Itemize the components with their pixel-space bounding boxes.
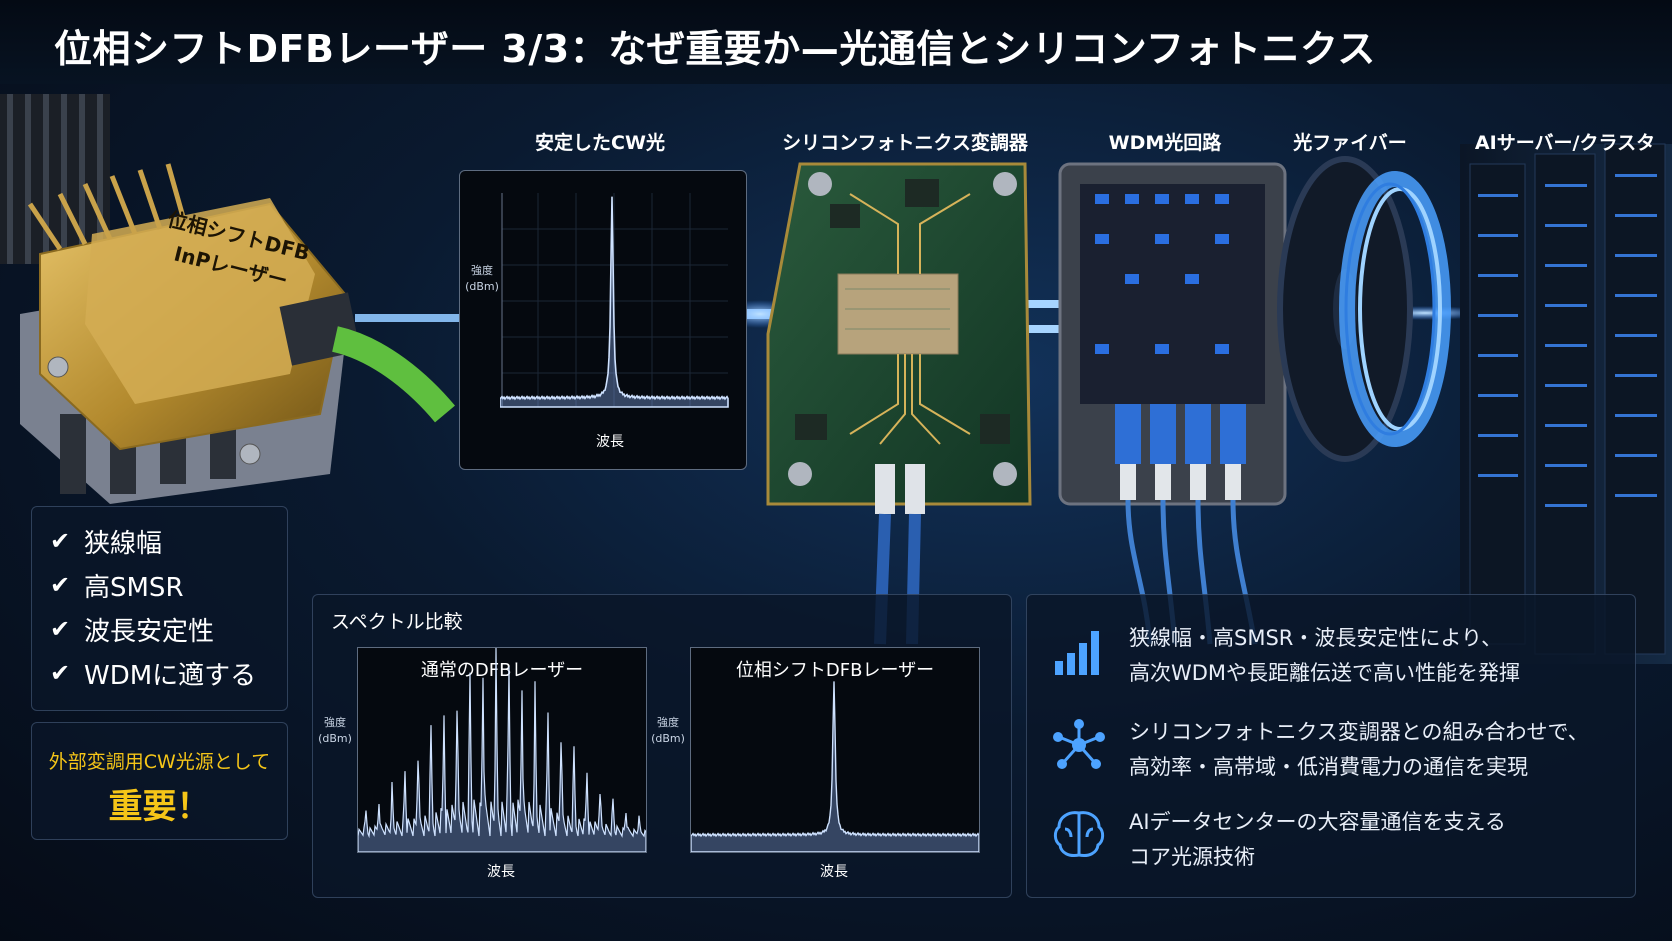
spectrum-comparison-title: スペクトル比較 <box>331 611 463 633</box>
cw-xlabel: 波長 <box>596 434 624 450</box>
bar-chart-icon <box>1055 631 1099 675</box>
checklist-text: 波長安定性 <box>84 616 215 647</box>
standard-dfb-ylabel: 強度 (dBm) <box>313 715 357 747</box>
phase-shift-dfb-chart-title: 位相シフトDFBレーザー <box>735 660 935 681</box>
check-icon: ✔ <box>50 527 71 555</box>
phase-shift-dfb-ylabel-line1: 強度 <box>657 716 679 729</box>
checklist-item: ✔ 波長安定性 <box>50 607 256 651</box>
cw-ylabel-line2: (dBm) <box>465 280 499 293</box>
checklist-text: 高SMSR <box>84 572 184 603</box>
title-bar <box>0 0 1672 84</box>
phase-shift-dfb-xlabel: 波長 <box>820 864 848 880</box>
standard-dfb-chart: 通常のDFBレーザー <box>357 647 647 853</box>
stage-label-wdm: WDM光回路 <box>1108 132 1222 154</box>
wdm-circuit <box>1058 162 1287 645</box>
checklist-text: 狭線幅 <box>84 528 163 559</box>
background-illustration <box>0 94 1672 664</box>
stage-label-fiber: 光ファイバー <box>1293 132 1407 154</box>
feature-checklist: ✔ 狭線幅 ✔ 高SMSR ✔ 波長安定性 ✔ WDMに適する <box>31 506 288 711</box>
modulator-board <box>766 162 1032 645</box>
fiber-spool <box>1277 156 1451 462</box>
standard-dfb-chart-title: 通常のDFBレーザー <box>420 660 584 681</box>
laser-module <box>20 163 455 504</box>
phase-shift-dfb-ylabel-line2: (dBm) <box>651 732 685 745</box>
benefit-text: コア光源技術 <box>1129 845 1255 869</box>
phase-shift-dfb-ylabel: 強度 (dBm) <box>646 715 690 747</box>
checklist-text: WDMに適する <box>84 660 257 691</box>
checklist-item: ✔ 高SMSR <box>50 563 256 607</box>
benefit-text: 高次WDMや長距離伝送で高い性能を発揮 <box>1129 661 1521 685</box>
phase-shift-dfb-chart: 位相シフトDFBレーザー <box>690 647 980 853</box>
callout-line1: 外部変調用CW光源として <box>48 751 271 773</box>
callout-line2: 重要！ <box>108 787 211 827</box>
network-icon <box>1053 719 1105 769</box>
stage-label-modulator: シリコンフォトニクス変調器 <box>782 132 1028 154</box>
phase-shift-dfb-plot <box>691 681 979 852</box>
checklist-item: ✔ WDMに適する <box>50 651 256 695</box>
page-title: 位相シフトDFBレーザー 3/3：なぜ重要か—光通信とシリコンフォトニクス <box>54 27 1376 71</box>
cw-ylabel: 強度 (dBm) <box>460 263 504 295</box>
cw-source-callout: 外部変調用CW光源として 重要！ <box>31 722 288 840</box>
benefits-panel: 狭線幅・高SMSR・波長安定性により、 高次WDMや長距離伝送で高い性能を発揮 … <box>1026 594 1636 898</box>
cw-spectrum-panel: 強度 (dBm) 波長 <box>459 170 747 470</box>
check-icon: ✔ <box>50 571 71 599</box>
benefit-item: AIデータセンターの大容量通信を支える コア光源技術 <box>1129 805 1506 875</box>
stage-label-cw: 安定したCW光 <box>535 132 665 154</box>
check-icon: ✔ <box>50 615 71 643</box>
server-racks <box>1460 143 1672 664</box>
standard-dfb-ylabel-line1: 強度 <box>324 716 346 729</box>
checklist-items: ✔ 狭線幅 ✔ 高SMSR ✔ 波長安定性 ✔ WDMに適する <box>50 519 256 695</box>
benefit-item: 狭線幅・高SMSR・波長安定性により、 高次WDMや長距離伝送で高い性能を発揮 <box>1129 621 1520 691</box>
benefit-text: 高効率・高帯域・低消費電力の通信を実現 <box>1129 755 1528 779</box>
benefit-text: AIデータセンターの大容量通信を支える <box>1129 810 1506 834</box>
checklist-item: ✔ 狭線幅 <box>50 519 256 563</box>
spectrum-comparison-panel: スペクトル比較 通常のDFBレーザー 強度 (dBm) 波長 位相シフトDFBレ… <box>312 594 1012 898</box>
brain-icon <box>1053 811 1105 857</box>
check-icon: ✔ <box>50 659 71 687</box>
benefit-text: 狭線幅・高SMSR・波長安定性により、 <box>1129 626 1503 650</box>
benefit-text: シリコンフォトニクス変調器との組み合わせで、 <box>1129 720 1589 744</box>
cw-spectrum-line <box>500 196 729 408</box>
standard-dfb-plot <box>358 648 646 852</box>
stage-label-ai-server: AIサーバー/クラスタ <box>1474 132 1656 154</box>
standard-dfb-spectrum-line <box>358 648 646 852</box>
heat-sink <box>0 94 110 264</box>
standard-dfb-ylabel-line2: (dBm) <box>318 732 352 745</box>
cw-spectrum-plot <box>500 193 729 408</box>
benefit-item: シリコンフォトニクス変調器との組み合わせで、 高効率・高帯域・低消費電力の通信を… <box>1129 715 1589 785</box>
cw-ylabel-line1: 強度 <box>471 264 493 277</box>
phase-shift-dfb-spectrum-line <box>691 681 979 852</box>
standard-dfb-xlabel: 波長 <box>487 864 515 880</box>
